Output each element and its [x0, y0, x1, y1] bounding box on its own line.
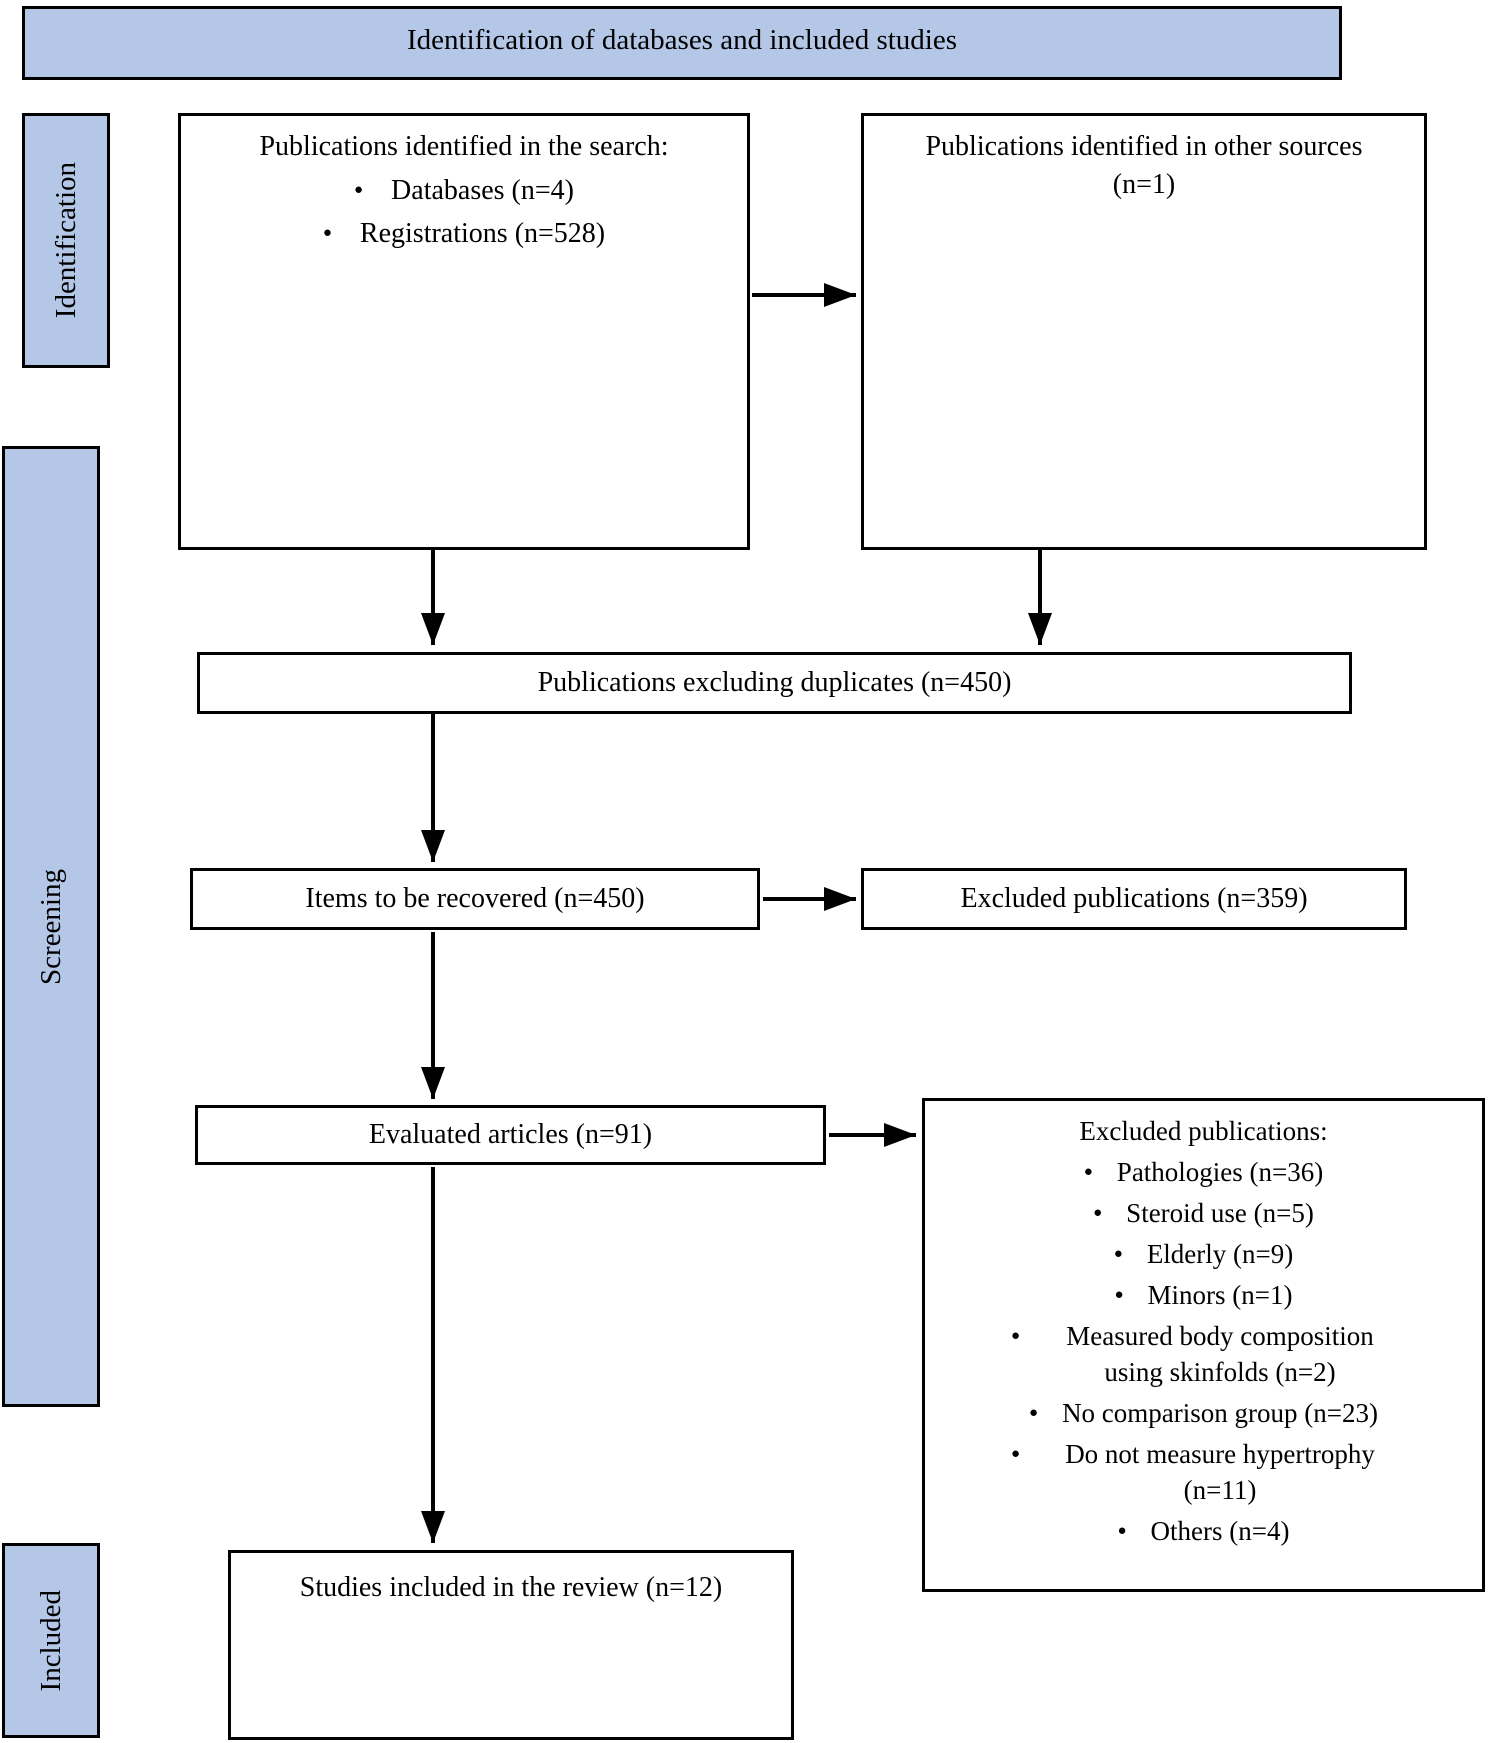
bullet-text: Registrations (n=528) [359, 217, 606, 249]
bullet-icon: ● [1010, 1445, 1021, 1462]
box-excluding-duplicates-label: Publications excluding duplicates (n=450… [537, 667, 1012, 698]
bullet-icon: ● [1117, 1522, 1127, 1539]
list-item: ● Registrations (n=528) [181, 215, 747, 253]
bullet-text: Steroid use (n=5) [1126, 1198, 1314, 1229]
stage-screening-label: Screening [34, 868, 67, 985]
list-item: ● Elderly (n=9) [925, 1237, 1482, 1273]
bullet-text: Pathologies (n=36) [1116, 1157, 1324, 1188]
bullet-icon: ● [1113, 1246, 1123, 1263]
list-item: ● Minors (n=1) [925, 1278, 1482, 1314]
bullet-text: Databases (n=4) [391, 174, 574, 206]
box-publications-search-bullets: ● Databases (n=4) ● Registrations (n=528… [181, 172, 747, 253]
bullet-text: Measured body composition using skinfold… [1066, 1321, 1374, 1387]
list-item: ● Others (n=4) [925, 1514, 1482, 1550]
list-item: ● Do not measure hypertrophy (n=11) [925, 1437, 1482, 1509]
stage-screening: Screening [2, 446, 100, 1407]
list-item: ● Databases (n=4) [181, 172, 747, 210]
banner-title: Identification of databases and included… [406, 24, 958, 56]
box-items-recovered: Items to be recovered (n=450) [190, 868, 760, 930]
box-evaluated-articles-label: Evaluated articles (n=91) [368, 1119, 653, 1150]
box-publications-search-title: Publications identified in the search: [259, 131, 669, 162]
bullet-icon: ● [1093, 1205, 1103, 1222]
bullet-text: Do not measure hypertrophy (n=11) [1065, 1438, 1375, 1505]
box-excluding-duplicates: Publications excluding duplicates (n=450… [197, 652, 1352, 714]
box-excluded-publications-detail: Excluded publications: ● Pathologies (n=… [922, 1098, 1485, 1592]
box-excluded-publications-detail-title: Excluded publications: [1079, 1116, 1328, 1146]
box-publications-search: Publications identified in the search: ●… [178, 113, 750, 550]
box-excluded-publications-359-label: Excluded publications (n=359) [960, 883, 1308, 914]
list-item: ● No comparison group (n=23) [925, 1396, 1482, 1432]
list-item: ● Measured body composition using skinfo… [925, 1319, 1482, 1391]
bullet-icon: ● [322, 224, 332, 241]
list-item: ● Pathologies (n=36) [925, 1155, 1482, 1191]
box-evaluated-articles: Evaluated articles (n=91) [195, 1105, 826, 1165]
bullet-icon: ● [1010, 1328, 1021, 1345]
box-studies-included: Studies included in the review (n=12) [228, 1550, 794, 1740]
stage-identification: Identification [22, 113, 110, 368]
stage-identification-label: Identification [49, 162, 82, 319]
bullet-text: Others (n=4) [1150, 1515, 1290, 1546]
box-excluded-publications-359: Excluded publications (n=359) [861, 868, 1407, 930]
bullet-icon: ● [1029, 1404, 1039, 1421]
bullet-text: No comparison group (n=23) [1062, 1397, 1378, 1428]
stage-included: Included [2, 1543, 100, 1738]
list-item: ● Steroid use (n=5) [925, 1196, 1482, 1232]
box-other-sources-line2: (n=1) [1112, 168, 1176, 200]
bullet-icon: ● [1083, 1164, 1093, 1181]
box-excluded-publications-detail-bullets: ● Pathologies (n=36) ● Steroid use (n=5)… [925, 1155, 1482, 1549]
bullet-text: Minors (n=1) [1147, 1280, 1293, 1311]
box-items-recovered-label: Items to be recovered (n=450) [305, 883, 645, 914]
bullet-text: Elderly (n=9) [1146, 1239, 1294, 1270]
box-studies-included-label: Studies included in the review (n=12) [299, 1572, 723, 1603]
bullet-icon: ● [353, 181, 364, 198]
box-other-sources: Publications identified in other sources… [861, 113, 1427, 550]
bullet-icon: ● [1114, 1287, 1124, 1304]
box-other-sources-line1: Publications identified in other sources [925, 131, 1363, 162]
stage-included-label: Included [34, 1589, 67, 1692]
banner-title-box: Identification of databases and included… [22, 6, 1342, 80]
